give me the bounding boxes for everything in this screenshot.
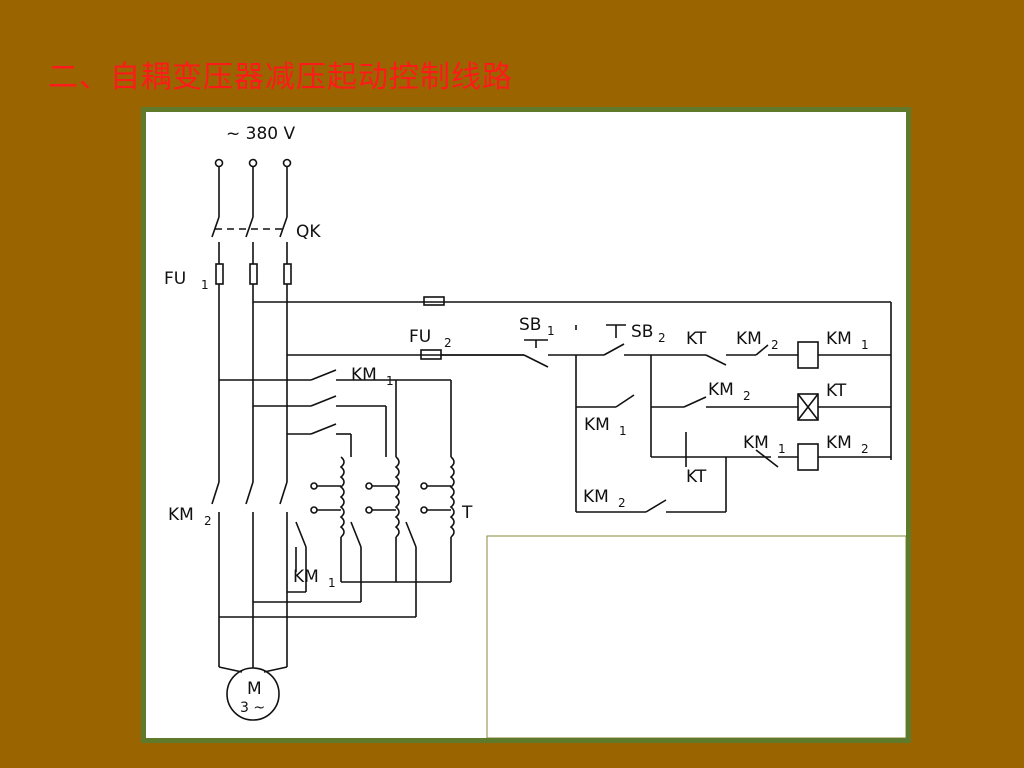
fu1-label: FU [164, 269, 186, 289]
km1-top-label: KM [351, 365, 377, 385]
coil-km2-label: KM [826, 433, 852, 453]
fu2-sub: 2 [444, 336, 452, 350]
coil-km2-sub: 2 [861, 442, 869, 456]
motor-phase: 3 ~ [240, 700, 265, 716]
coil-kt-label: KT [826, 381, 847, 401]
km1-bottom-sub: 1 [328, 576, 336, 590]
km2-rung1-label: KM [736, 329, 762, 349]
kt-contact-label: KT [686, 329, 707, 349]
qk-label: QK [296, 222, 321, 242]
sb2-label: SB [631, 322, 653, 342]
km2-holding-label: KM [583, 487, 609, 507]
motor-label: M [247, 679, 262, 699]
km2-rung2-label: KM [708, 380, 734, 400]
km1-holding-sub: 1 [619, 424, 627, 438]
km2-main-sub: 2 [204, 514, 212, 528]
coil-km1-label: KM [826, 329, 852, 349]
sb1-sub: 1 [547, 324, 555, 338]
coil-km1-sub: 1 [861, 338, 869, 352]
km1-rung3-sub: 1 [778, 442, 786, 456]
km2-main-label: KM [168, 505, 194, 525]
circuit-diagram: ~ 380 V QK FU 1 FU 2 KM 1 KM 2 KM 1 T M … [146, 112, 906, 738]
transformer-label: T [461, 503, 473, 523]
km2-holding-sub: 2 [618, 496, 626, 510]
km1-bottom-label: KM [293, 567, 319, 587]
supply-label: ~ 380 V [226, 124, 295, 144]
km1-rung3-label: KM [743, 433, 769, 453]
km1-top-sub: 1 [386, 374, 394, 388]
kt-lower-label: KT [686, 467, 707, 487]
sb1-label: SB [519, 315, 541, 335]
km1-holding-label: KM [584, 415, 610, 435]
km2-rung2-sub: 2 [743, 389, 751, 403]
km2-rung1-sub: 2 [771, 338, 779, 352]
fu1-sub: 1 [201, 278, 209, 292]
slide-title: 二、自耦变压器减压起动控制线路 [48, 60, 513, 95]
sb2-sub: 2 [658, 331, 666, 345]
fu2-label: FU [409, 327, 431, 347]
